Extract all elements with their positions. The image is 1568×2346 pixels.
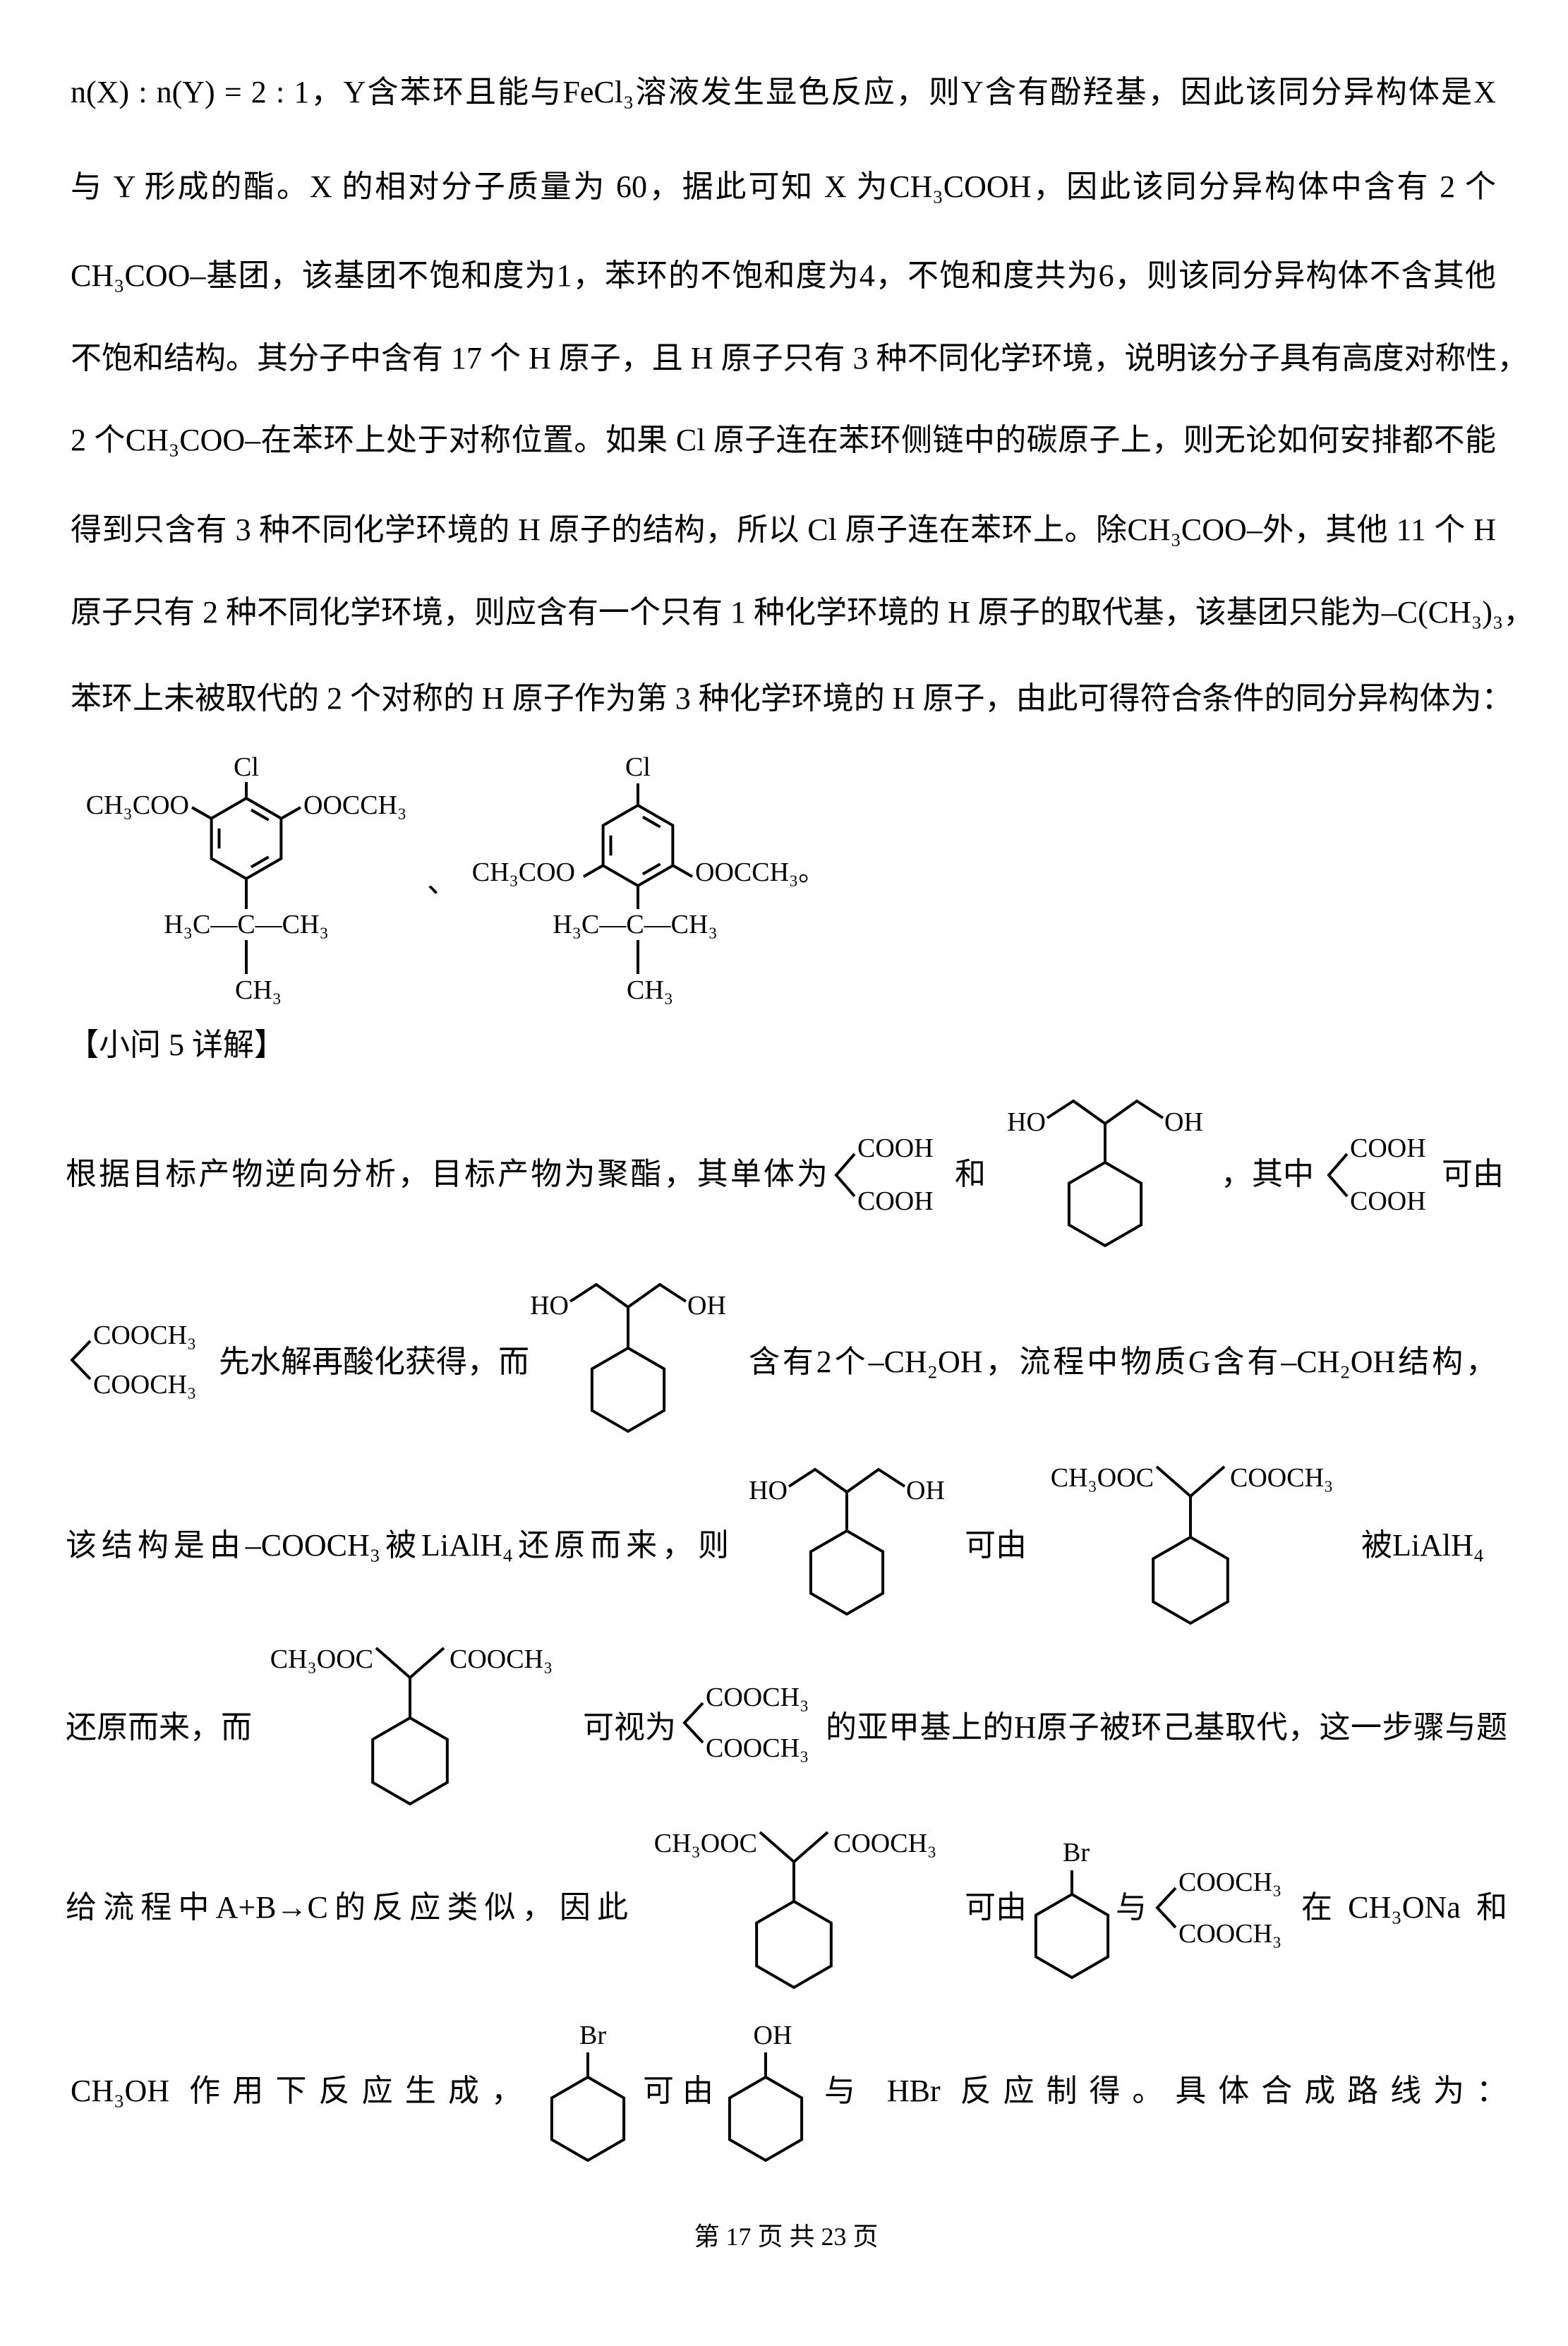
double-bond — [641, 815, 661, 829]
acetoxy-label: CH₃COO — [471, 858, 575, 887]
cooh-label: COOH — [857, 1133, 934, 1163]
chlorine-label: Cl — [234, 752, 259, 782]
text-segment: CH₃OH 作用下反应生成， — [71, 2074, 522, 2108]
cyclohexane-ring — [1034, 1892, 1110, 1980]
cyclohexane-ring — [755, 1899, 833, 1990]
text-segment: 在CH₃ONa和 — [1301, 1890, 1507, 1925]
paragraph-line: CH₃COO–基团，该基团不饱和度为1，苯环的不饱和度为4，不饱和度共为6，则该… — [71, 258, 1496, 293]
bromine-label: Br — [579, 2021, 606, 2050]
paragraph-line: 与 Y 形成的酯。X 的相对分子质量为 60，据此可知 X 为CH₃COOH，因… — [71, 169, 1496, 204]
hydroxyl-label: OH — [906, 1476, 945, 1505]
cyclohexane-ring — [1067, 1160, 1143, 1248]
bond — [672, 864, 693, 878]
text-segment: 可由 — [965, 1528, 1027, 1563]
paragraph-line: 得到只含有 3 种不同化学环境的 H 原子的结构，所以 Cl 原子连在苯环上。除… — [71, 512, 1496, 547]
bracket-bond — [70, 1340, 92, 1380]
text-segment: 可由 — [965, 1890, 1027, 1925]
diester-bonds — [1155, 1465, 1226, 1498]
paragraph-line: 不饱和结构。其分子中含有 17 个 H 原子，且 H 原子只有 3 种不同化学环… — [71, 341, 1528, 375]
text-segment: 被LiAlH₄ — [1361, 1528, 1485, 1563]
ester-label: COOCH₃ — [450, 1644, 553, 1674]
section-heading: 【小问 5 详解】 — [68, 1028, 285, 1062]
text-segment: 的亚甲基上的H原子被环己基取代，这一步骤与题 — [826, 1710, 1507, 1745]
text-segment: 与 HBr 反应制得。具体合成路线为： — [824, 2074, 1507, 2108]
text-segment: 可由 — [643, 2074, 713, 2108]
cooh-label: COOH — [857, 1186, 934, 1216]
bond — [583, 864, 604, 878]
bromine-label: Br — [1063, 1838, 1090, 1867]
cooh-label: COOH — [1350, 1133, 1426, 1163]
bond — [280, 806, 301, 820]
bond — [191, 806, 212, 820]
ester-label: COOCH₃ — [93, 1370, 197, 1400]
methyl-label: CH₃ — [235, 975, 282, 1005]
ester-label: CH₃OOC — [1050, 1463, 1154, 1493]
bracket-bond — [682, 1702, 704, 1744]
diester-bonds — [375, 1647, 445, 1680]
chlorine-label: Cl — [625, 752, 651, 782]
cyclohexane-ring — [590, 1346, 666, 1433]
text-segment: 给流程中A+B→C的反应类似，因此 — [66, 1890, 628, 1925]
hydroxyl-label: OH — [753, 2021, 792, 2050]
ester-label: COOCH₃ — [1230, 1463, 1334, 1493]
text-segment: ，其中 — [1221, 1157, 1314, 1191]
cyclohexane-ring — [809, 1529, 885, 1616]
text-segment: 该结构是由–COOCH₃被LiAlH₄还原而来，则 — [66, 1528, 729, 1563]
tert-butyl-label: H₃C—C—CH₃ — [164, 910, 329, 939]
benzene-ring — [601, 803, 675, 888]
diol-chain — [1046, 1099, 1164, 1126]
text-segment: 先水解再酸化获得，而 — [219, 1345, 529, 1379]
acetoxy-label: OOCCH₃。 — [695, 858, 826, 887]
paragraph-line: 2 个CH₃COO–在苯环上处于对称位置。如果 Cl 原子连在苯环侧链中的碳原子… — [71, 423, 1496, 457]
diol-chain — [788, 1467, 906, 1494]
paragraph-line: 苯环上未被取代的 2 个对称的 H 原子作为第 3 种化学环境的 H 原子，由此… — [71, 681, 1513, 716]
ester-label: COOCH₃ — [1178, 1919, 1282, 1949]
cooh-label: COOH — [1350, 1186, 1426, 1216]
cyclohexane-ring — [1152, 1535, 1229, 1625]
acetoxy-label: CH₃COO — [85, 790, 189, 820]
double-bond — [250, 855, 270, 869]
double-bond — [641, 862, 661, 876]
ester-label: CH₃OOC — [270, 1644, 373, 1674]
bracket-bond — [834, 1153, 856, 1198]
hydroxyl-label: HO — [749, 1476, 788, 1505]
text-segment: 可视为 — [583, 1710, 676, 1745]
cyclohexane-ring — [371, 1716, 449, 1806]
hydroxyl-label: OH — [687, 1291, 726, 1321]
ester-label: COOCH₃ — [706, 1733, 809, 1763]
text-segment: 根据目标产物逆向分析，目标产物为聚酯，其单体为 — [66, 1157, 828, 1191]
ester-label: COOCH₃ — [1178, 1867, 1282, 1897]
paragraph-line: 原子只有 2 种不同化学环境，则应含有一个只有 1 种化学环境的 H 原子的取代… — [71, 595, 1535, 630]
bracket-bond — [1155, 1887, 1177, 1929]
cyclohexane-ring — [728, 2075, 804, 2162]
ester-label: COOCH₃ — [93, 1321, 197, 1350]
paragraph-line: n(X) : n(Y) = 2 : 1，Y含苯环且能与FeCl₃溶液发生显色反应… — [71, 75, 1496, 109]
page-number: 第 17 页 共 23 页 — [694, 2222, 879, 2251]
text-segment: 可由 — [1442, 1157, 1504, 1191]
hydroxyl-label: OH — [1164, 1107, 1203, 1137]
methyl-label: CH₃ — [627, 975, 674, 1005]
benzene-ring — [210, 796, 283, 881]
text-segment: 含有2个–CH₂OH，流程中物质G含有–CH₂OH结构， — [749, 1345, 1497, 1379]
text-segment: 和 — [955, 1157, 986, 1191]
cyclohexane-ring — [550, 2075, 626, 2162]
diester-bonds — [759, 1831, 829, 1864]
ester-label: COOCH₃ — [833, 1829, 937, 1858]
bracket-bond — [1327, 1153, 1349, 1198]
double-bond — [250, 808, 270, 822]
hydroxyl-label: HO — [1007, 1107, 1046, 1137]
separator: 、 — [427, 865, 458, 899]
acetoxy-label: OOCCH₃ — [303, 790, 407, 820]
text-segment: 与 — [1116, 1890, 1147, 1925]
ester-label: COOCH₃ — [706, 1683, 809, 1712]
ester-label: CH₃OOC — [653, 1829, 757, 1858]
text-segment: 还原而来，而 — [66, 1710, 252, 1745]
hydroxyl-label: HO — [530, 1291, 569, 1321]
diol-chain — [569, 1282, 687, 1309]
tert-butyl-label: H₃C—C—CH₃ — [553, 910, 718, 939]
